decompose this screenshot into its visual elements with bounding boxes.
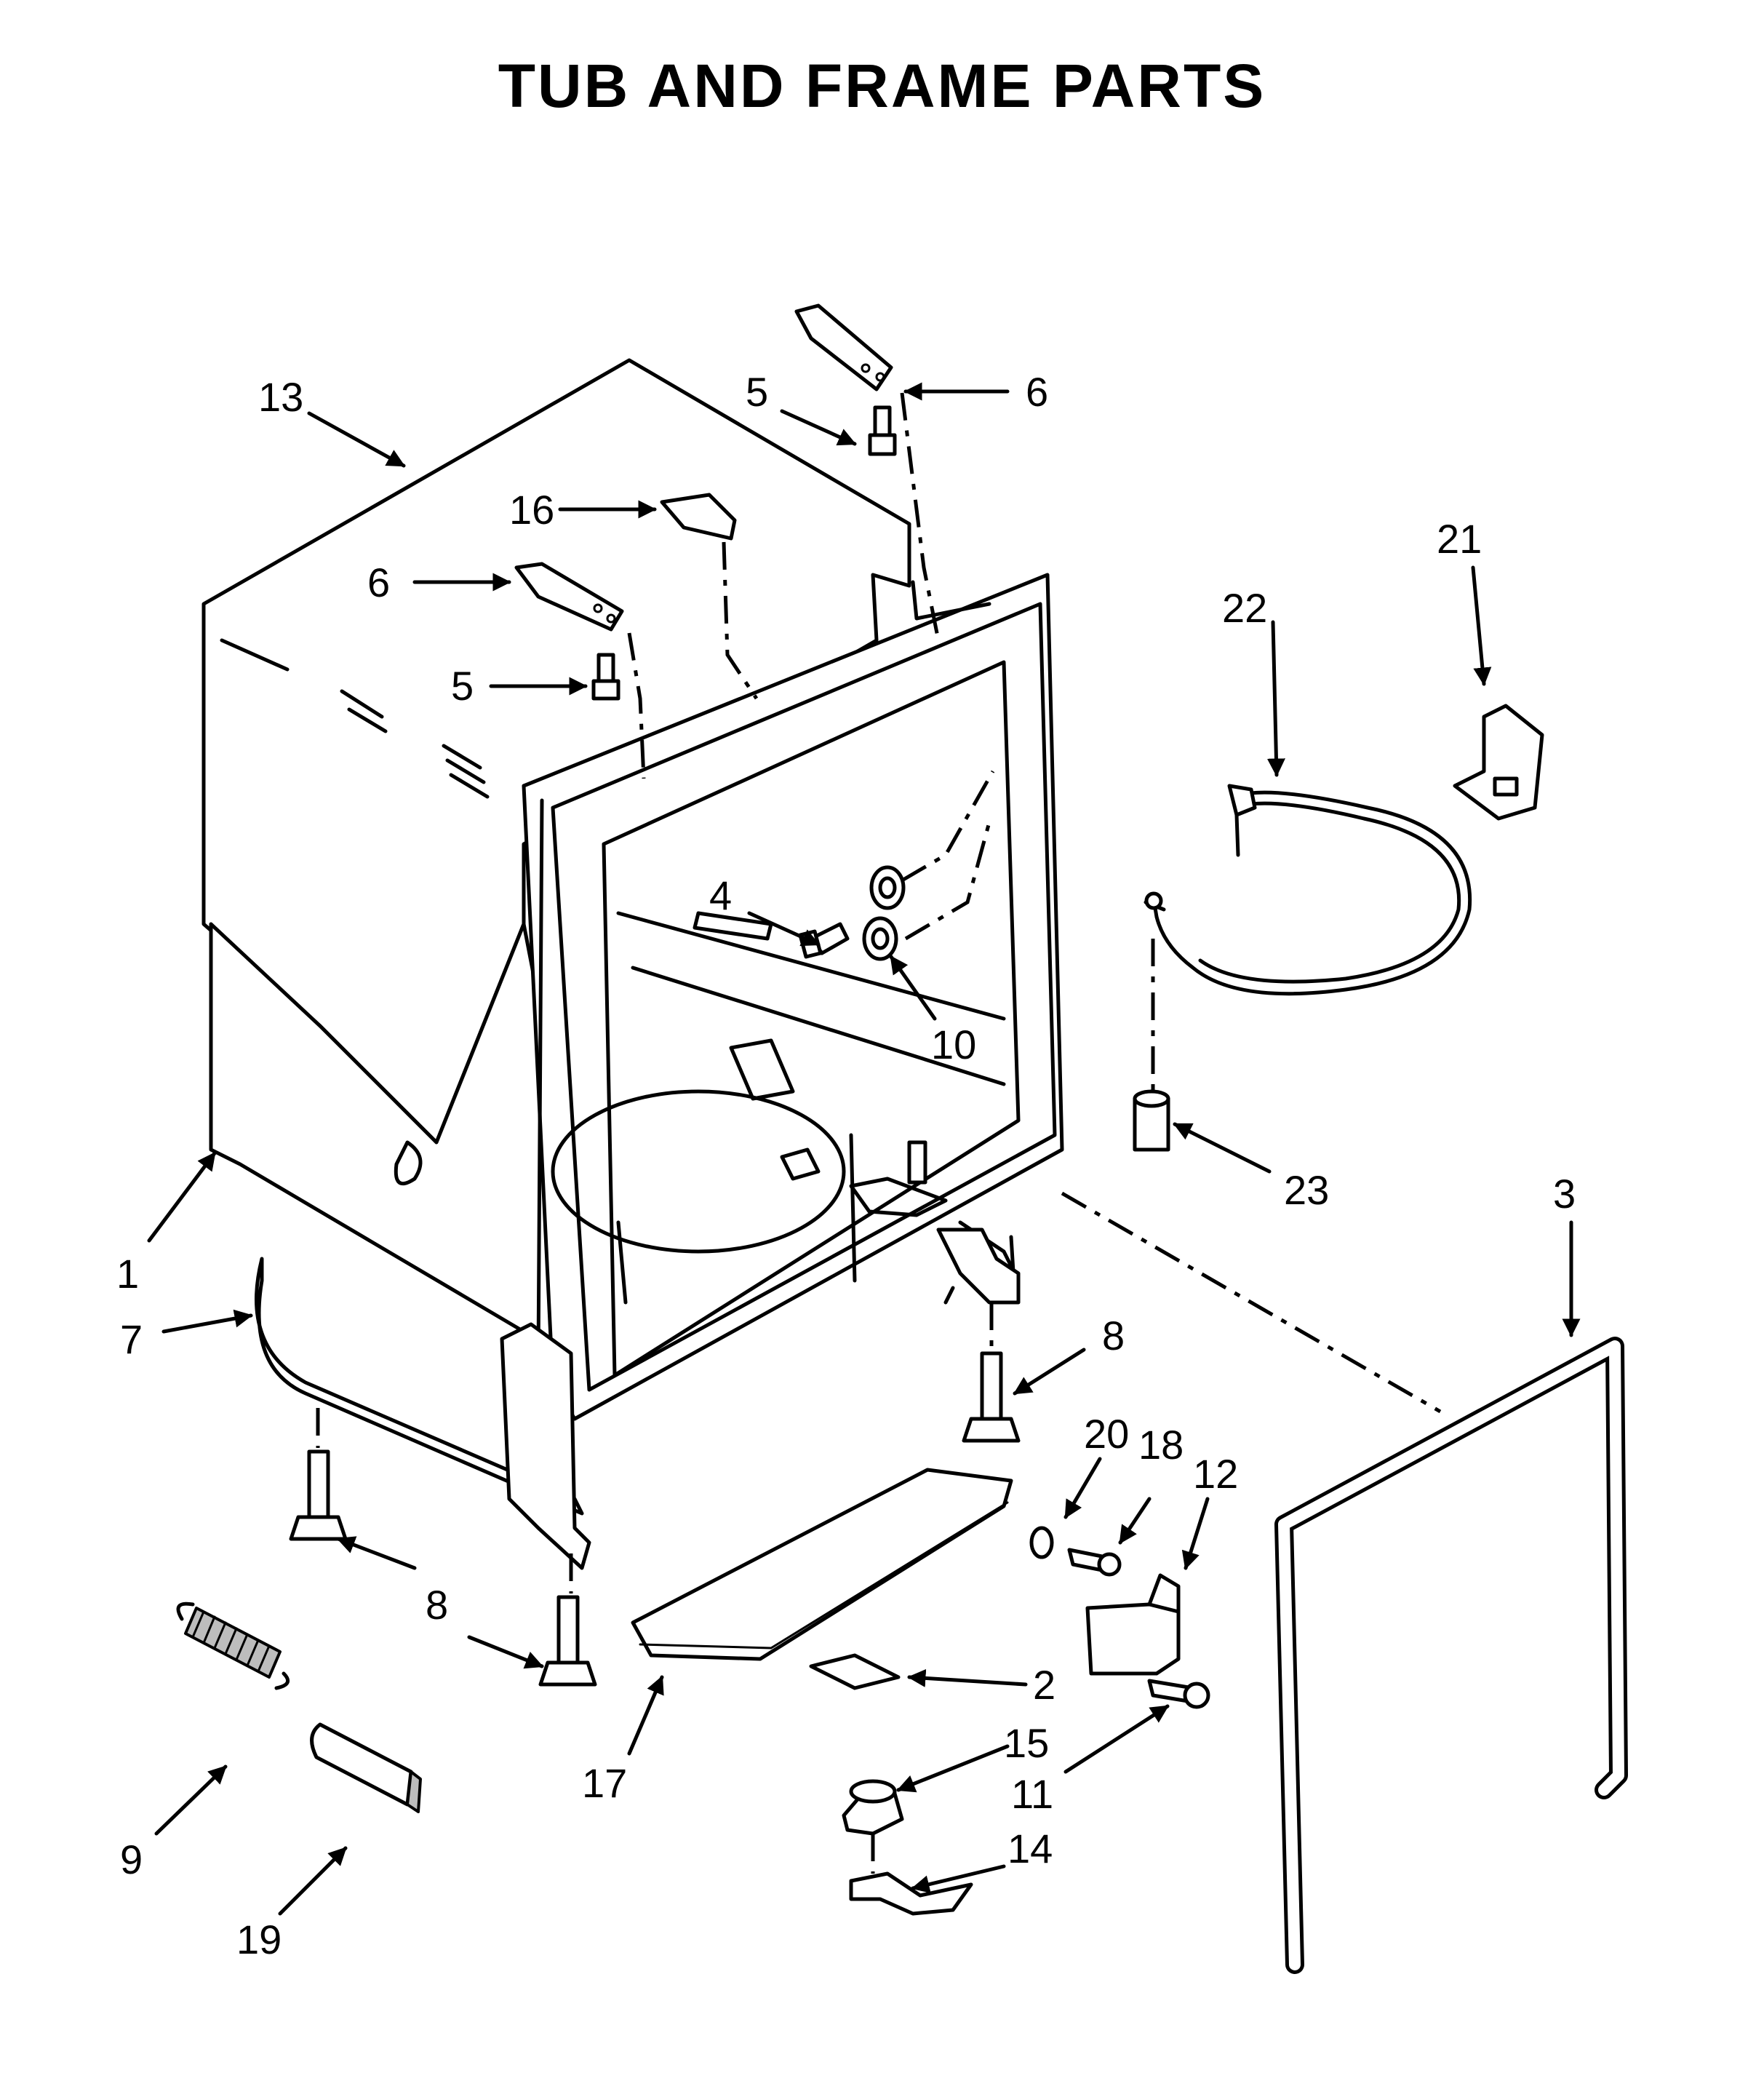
callout-15: 15 <box>1004 1720 1049 1766</box>
callout-21: 21 <box>1437 516 1482 562</box>
callout-2: 2 <box>1033 1662 1055 1708</box>
callout-16: 16 <box>509 487 554 533</box>
leader-arrows <box>147 382 1581 1916</box>
callout-23: 23 <box>1284 1167 1329 1213</box>
door-spring <box>176 1601 290 1690</box>
leveling-leg-3 <box>962 1351 1021 1443</box>
leveling-leg-1 <box>289 1449 348 1541</box>
callout-5-upper: 5 <box>746 369 768 415</box>
callout-22: 22 <box>1222 585 1267 631</box>
tub <box>209 573 1064 1421</box>
callout-8-left: 8 <box>426 1582 448 1628</box>
toe-panel <box>631 1468 1013 1661</box>
hose-clamp-bracket <box>1453 704 1544 821</box>
thermal-fuse <box>842 1779 904 1874</box>
drain-hose <box>1144 784 1472 996</box>
callout-17: 17 <box>582 1760 627 1806</box>
gasket-guide-line <box>1061 1191 1442 1414</box>
callout-6-upper: 6 <box>1026 369 1048 415</box>
bracket-guide-line-side <box>627 632 646 779</box>
spring-cover <box>310 1722 422 1813</box>
callout-18: 18 <box>1138 1422 1184 1468</box>
callout-11: 11 <box>1011 1771 1053 1817</box>
callout-5-side: 5 <box>451 663 474 709</box>
vent-clip <box>660 493 759 700</box>
callout-14: 14 <box>1007 1826 1053 1871</box>
dishrack-roller <box>862 770 995 961</box>
door-gasket <box>1274 1337 1628 1974</box>
callout-7: 7 <box>120 1316 143 1362</box>
side-mounting-screw <box>591 653 620 701</box>
bracket-guide-line-upper <box>900 392 941 641</box>
callout-8-right: 8 <box>1102 1313 1125 1358</box>
diagram-title: TUB AND FRAME PARTS <box>498 52 1266 120</box>
strike-bracket-screw <box>1147 1679 1210 1709</box>
screw-washer <box>1029 1526 1054 1559</box>
thermal-fuse-bracket <box>849 1871 973 1916</box>
side-mounting-bracket <box>514 562 624 632</box>
callout-3: 3 <box>1553 1171 1576 1217</box>
front-frame-brackets <box>500 1227 1021 1570</box>
upper-mounting-screw <box>868 405 897 456</box>
upper-mounting-bracket <box>794 303 893 391</box>
callout-6-side: 6 <box>367 560 390 605</box>
callout-1: 1 <box>116 1251 139 1297</box>
callout-9: 9 <box>120 1837 143 1882</box>
callout-labels: 13 5 6 16 6 5 4 10 22 21 23 3 1 7 8 8 20… <box>116 369 1576 1962</box>
tub-side-rail-strip <box>693 911 773 941</box>
callout-20: 20 <box>1084 1411 1129 1457</box>
callout-10: 10 <box>931 1022 976 1067</box>
spacer-fitting <box>1133 939 1170 1152</box>
callout-12: 12 <box>1193 1451 1238 1497</box>
shield-plate <box>809 1653 901 1690</box>
callout-19: 19 <box>236 1917 282 1962</box>
leveling-leg-2 <box>538 1595 597 1687</box>
callout-4: 4 <box>709 872 732 918</box>
hinge-screw <box>1067 1548 1122 1577</box>
strike-bracket <box>1085 1573 1181 1676</box>
callout-13: 13 <box>258 374 303 420</box>
